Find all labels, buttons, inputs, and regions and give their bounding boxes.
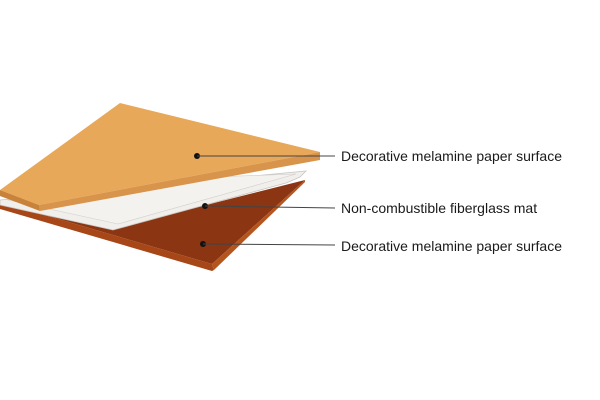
top-layer-left-edge xyxy=(0,190,40,211)
bottom-layer xyxy=(0,180,305,271)
callout-line-middle xyxy=(204,205,336,209)
bottom-layer-front-edge xyxy=(212,180,305,270)
layer-label-middle: Non-combustible fiberglass mat xyxy=(341,200,538,216)
top-layer xyxy=(0,103,320,211)
callout-line-bottom xyxy=(202,243,336,246)
layer-label-top: Decorative melamine paper surface xyxy=(341,148,562,164)
middle-layer xyxy=(0,170,308,231)
layer-label-bottom: Decorative melamine paper surface xyxy=(341,238,562,254)
bottom-layer-top-face xyxy=(0,180,305,264)
top-layer-right-edge xyxy=(39,152,320,211)
top-layer-top-face xyxy=(0,103,320,205)
bottom-layer-front-edge-top xyxy=(0,202,214,271)
